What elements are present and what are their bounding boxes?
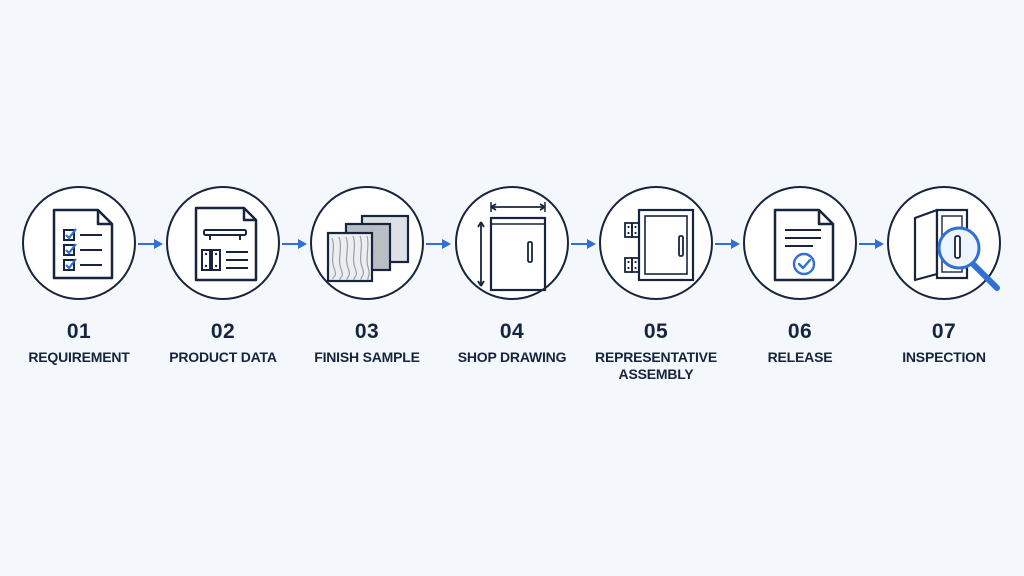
connector-arrow-icon [138,238,164,250]
step-01: 01 REQUIREMENT [4,186,154,366]
door-with-hinges-icon [624,208,695,282]
step-circle [310,186,424,300]
step-label: FINISH SAMPLE [314,349,420,365]
step-number: 06 [787,320,813,343]
step-05: 05 REPRESENTATIVE ASSEMBLY [581,186,731,383]
step-circle [887,186,1001,300]
step-04: 04 SHOP DRAWING [437,186,587,366]
step-03: 03 FINISH SAMPLE [292,186,442,366]
step-label: INSPECTION [902,349,986,365]
step-06: 06 RELEASE [725,186,875,366]
step-label: SHOP DRAWING [457,349,567,365]
connector-arrow-icon [426,238,452,250]
step-circle [455,186,569,300]
connector-arrow-icon [282,238,308,250]
step-07: 07 INSPECTION [869,186,1019,366]
step-circle [743,186,857,300]
connector-arrow-icon [859,238,885,250]
step-02: 02 PRODUCT DATA [148,186,298,366]
step-circle [22,186,136,300]
approved-document-icon [773,208,835,282]
checklist-document-icon [52,208,114,280]
hardware-data-sheet-icon [194,206,258,282]
step-label: REQUIREMENT [28,349,130,365]
finish-swatches-icon [326,214,410,283]
step-number: 01 [66,320,92,343]
step-number: 02 [210,320,236,343]
step-circle [599,186,713,300]
magnifier-inspection-icon [913,208,1000,291]
step-label: REPRESENTATIVE ASSEMBLY [595,349,717,382]
step-number: 07 [931,320,957,343]
step-number: 03 [354,320,380,343]
connector-arrow-icon [715,238,741,250]
step-circle [166,186,280,300]
step-number: 04 [499,320,525,343]
connector-arrow-icon [571,238,597,250]
step-label: RELEASE [767,349,833,365]
step-label: PRODUCT DATA [169,349,277,365]
dimensioned-door-drawing-icon [477,202,547,292]
step-number: 05 [643,320,669,343]
